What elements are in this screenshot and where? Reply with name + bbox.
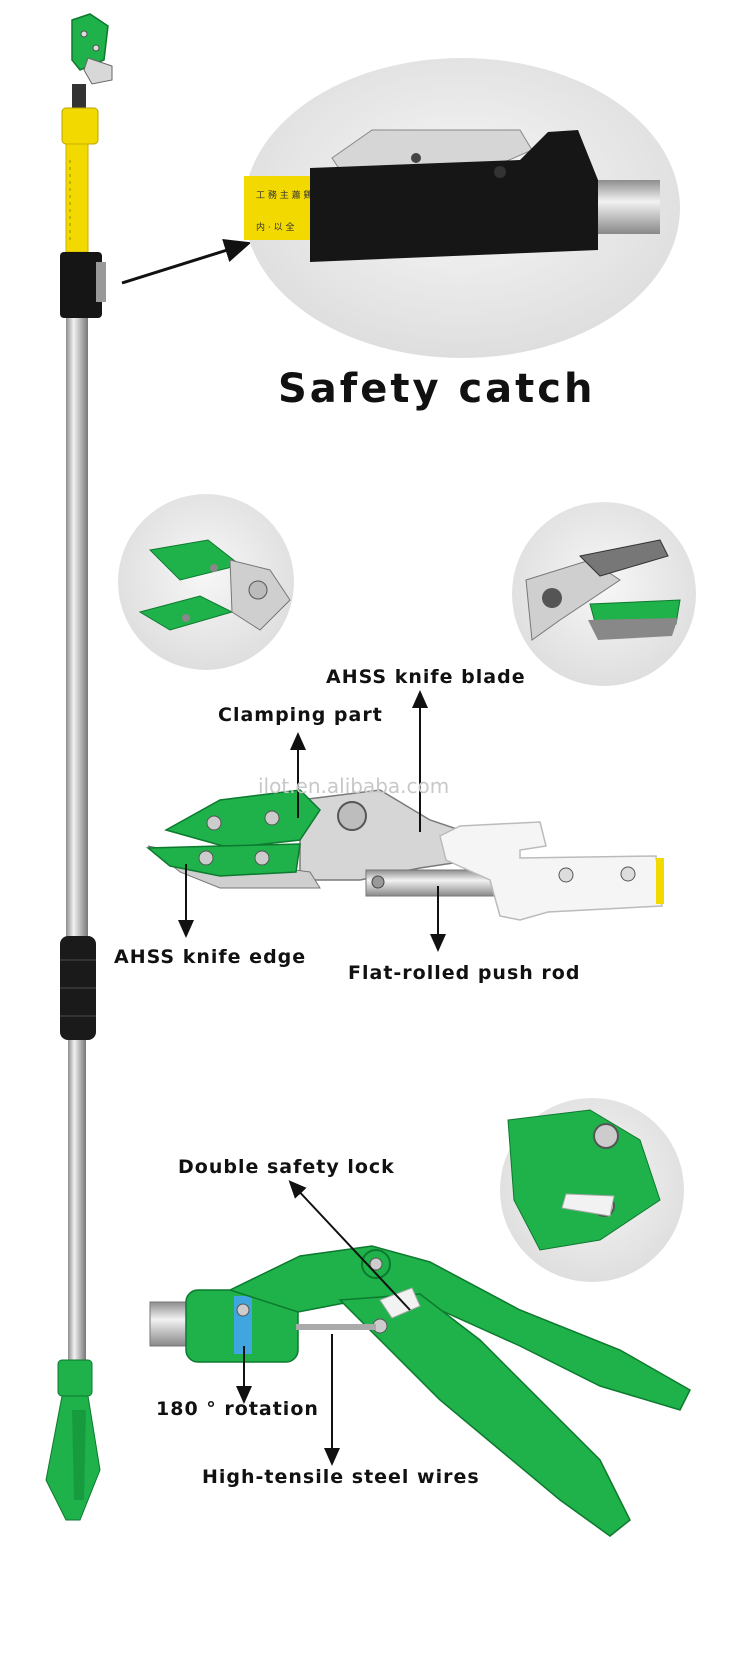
callout-arrow-double-lock (288, 1180, 411, 1311)
label-ahss-knife-blade: AHSS knife blade (326, 666, 526, 688)
safety-catch-zoom: 工 務 主 蕭 鶏 内 · 以 全 (244, 58, 680, 358)
label-180-rotation: 180 ° rotation (156, 1398, 319, 1420)
lock-closeup (500, 1098, 684, 1282)
label-ahss-knife-edge: AHSS knife edge (114, 946, 307, 968)
callout-arrow-safety-catch (121, 239, 252, 285)
pruning-head (145, 789, 664, 921)
label-high-tensile-steel-wires: High-tensile steel wires (202, 1466, 480, 1488)
label-clamping-part: Clamping part (218, 704, 383, 726)
label-flat-rolled-push-rod: Flat-rolled push rod (348, 962, 581, 984)
section-title-safety-catch: Safety catch (278, 366, 596, 412)
svg-text:内 · 以 全: 内 · 以 全 (256, 221, 294, 233)
telescopic-pole (45, 13, 113, 1521)
label-double-safety-lock: Double safety lock (178, 1156, 395, 1178)
svg-text:工 務 主 蕭 鶏: 工 務 主 蕭 鶏 (256, 189, 312, 201)
blade-closeup-right (512, 502, 696, 686)
trigger-handle (149, 1245, 691, 1537)
watermark: ilot.en.alibaba.com (258, 774, 450, 798)
blade-closeup-left (118, 494, 294, 670)
